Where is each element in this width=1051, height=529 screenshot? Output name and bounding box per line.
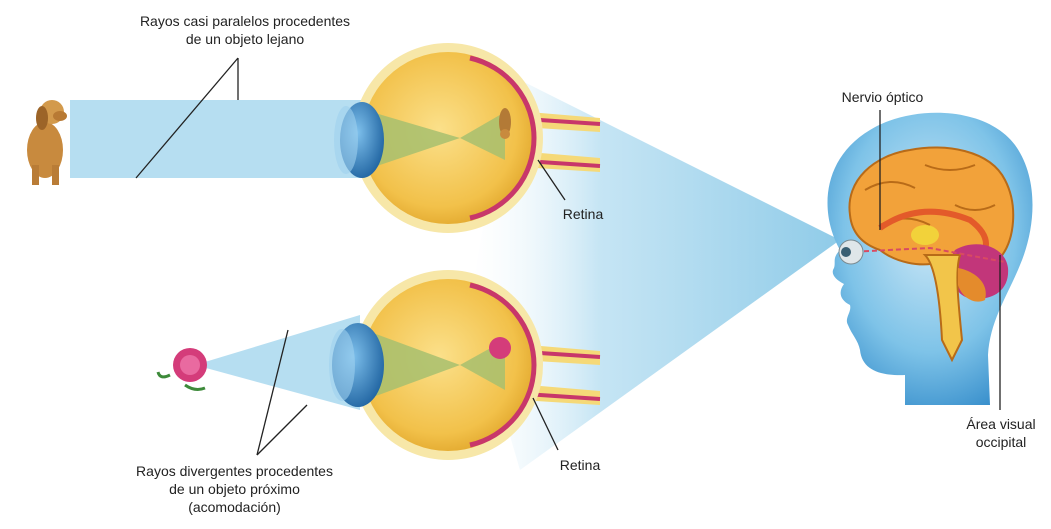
parallel-rays-beam [70,100,370,178]
bottom-rays-label: Rayos divergentes procedentes de un obje… [112,462,357,516]
top-rays-label-line2: de un objeto lejano [115,30,375,48]
retina-top-label: Retina [548,205,618,223]
bottom-rays-label-line2: de un objeto próximo [112,480,357,498]
bottom-rays-label-line1: Rayos divergentes procedentes [112,462,357,480]
visual-area-label: Área visual occipital [955,415,1047,451]
leader-bottom-rays-2 [257,405,307,455]
top-rays-label: Rayos casi paralelos procedentes de un o… [115,12,375,48]
optic-nerve-label: Nervio óptico [825,88,940,106]
dog-icon [27,100,67,185]
head-profile [828,113,1033,405]
top-rays-label-line1: Rayos casi paralelos procedentes [115,12,375,30]
bottom-rays-label-line3: (acomodación) [112,498,357,516]
retina-bottom-label: Retina [545,456,615,474]
flower-icon [158,348,207,389]
visual-area-label-line1: Área visual [955,415,1047,433]
visual-area-label-line2: occipital [955,433,1047,451]
